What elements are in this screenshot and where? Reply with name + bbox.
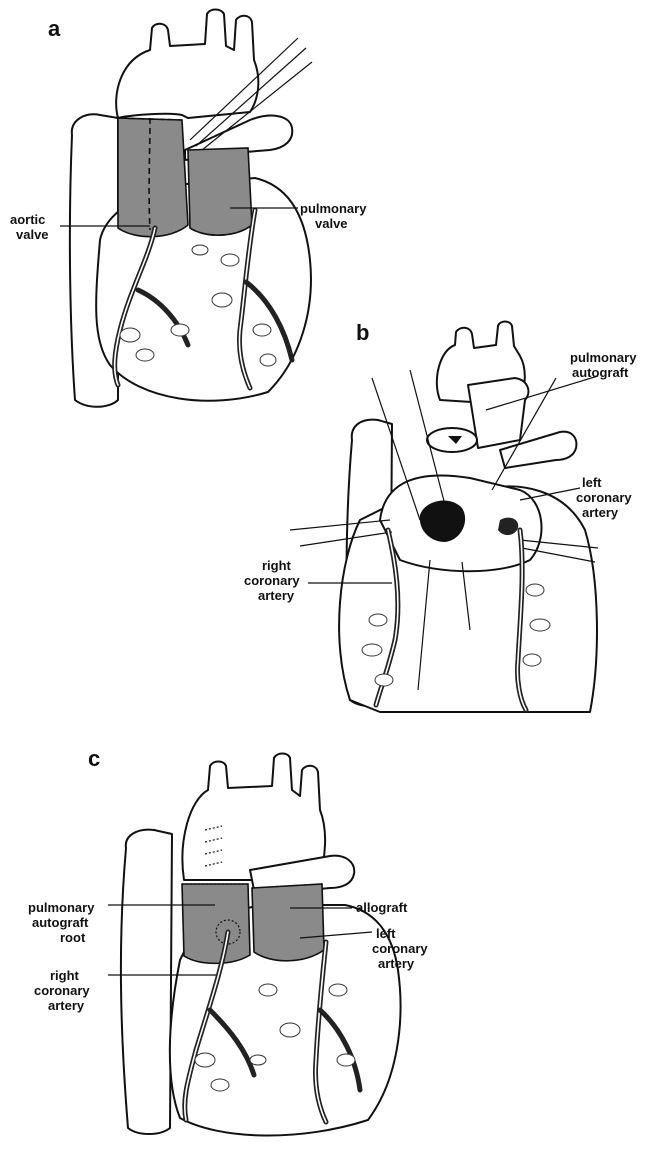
panel-a-pulmonary-root — [188, 148, 252, 235]
panel-c-letter: c — [88, 746, 100, 771]
panel-a-aortic-root — [118, 118, 188, 237]
panel-c-label-autograft: autograft — [32, 915, 89, 930]
panel-c-label-root: root — [60, 930, 86, 945]
panel-b-letter: b — [356, 320, 369, 345]
panel-c-label-allograft: allograft — [356, 900, 408, 915]
panel-c-label-left-artery: artery — [378, 956, 415, 971]
panel-c-label-left-coronary: coronary — [372, 941, 428, 956]
panel-c-pulmonary-autograft-root — [182, 884, 250, 963]
panel-b-label-left: left — [582, 475, 602, 490]
panel-a-letter: a — [48, 16, 61, 41]
panel-a-label-aortic: aortic — [10, 212, 45, 227]
panel-b-label-right: right — [262, 558, 292, 573]
panel-a-label-valve-2: valve — [315, 216, 348, 231]
panel-c-label-right-artery: artery — [48, 998, 85, 1013]
panel-b-label-pulmonary: pulmonary — [570, 350, 637, 365]
panel-c: c — [28, 746, 428, 1136]
panel-a-label-pulmonary: pulmonary — [300, 201, 367, 216]
panel-c-vena-cava — [121, 830, 172, 1134]
panel-a-label-valve: valve — [16, 227, 49, 242]
panel-c-label-left: left — [376, 926, 396, 941]
panel-b-label-right-artery: artery — [258, 588, 295, 603]
panel-a: a — [10, 10, 367, 407]
panel-b-label-right-coronary: coronary — [244, 573, 300, 588]
panel-b-label-left-artery: artery — [582, 505, 619, 520]
panel-b-label-autograft: autograft — [572, 365, 629, 380]
panel-c-allograft — [252, 884, 324, 961]
panel-c-label-pulmonary: pulmonary — [28, 900, 95, 915]
panel-c-label-right-coronary: coronary — [34, 983, 90, 998]
panel-c-label-right: right — [50, 968, 80, 983]
panel-b-label-left-coronary: coronary — [576, 490, 632, 505]
panel-b: b — [244, 320, 637, 712]
panel-a-aortic-arch — [116, 10, 258, 119]
